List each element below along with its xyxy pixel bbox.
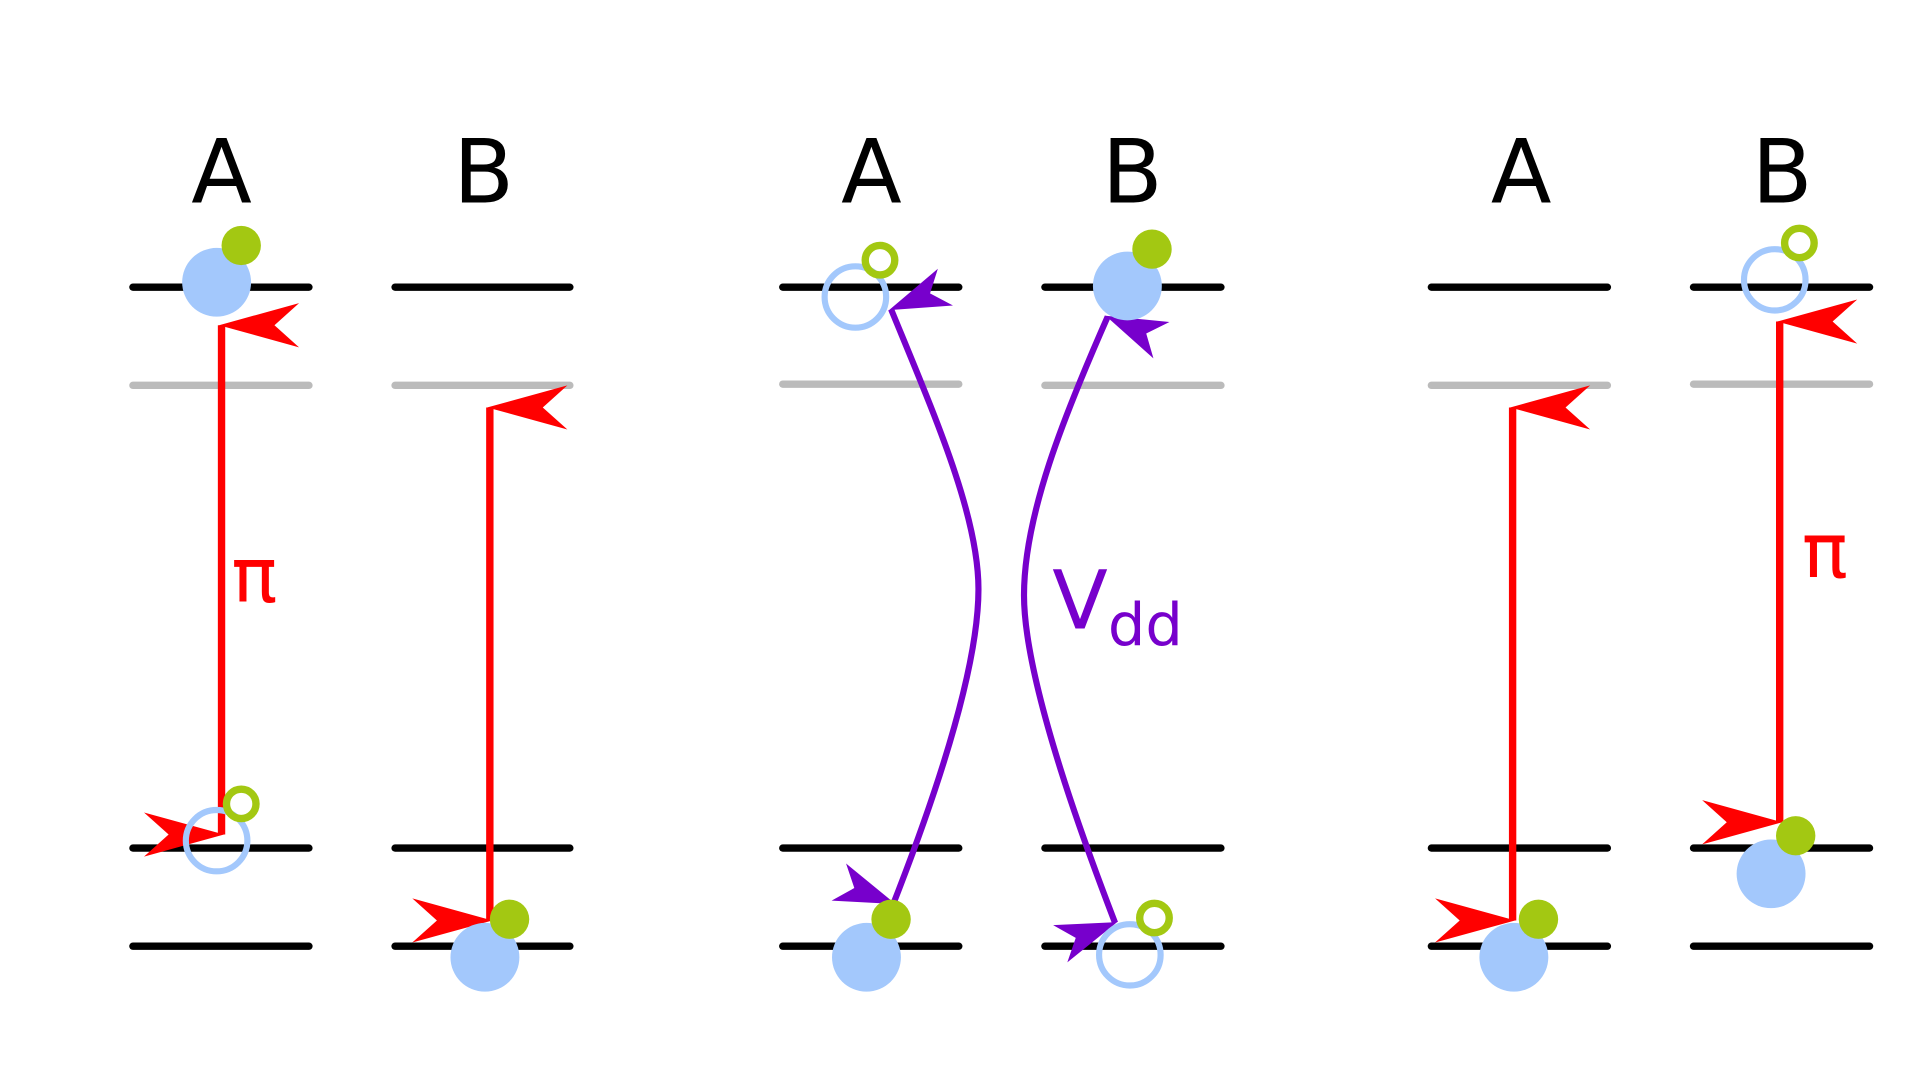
atom-hole (182, 806, 251, 875)
atom-filled (1736, 839, 1806, 909)
atom-filled (450, 922, 520, 992)
pi-pulse-label: π (231, 530, 277, 619)
electron-filled (1518, 899, 1559, 939)
atom-hole (1740, 246, 1809, 314)
coupling-arrow-a (831, 268, 982, 905)
label-atom-a-3: A (1491, 121, 1552, 224)
atom-filled (182, 247, 252, 317)
coupling-label: Vdd (1052, 554, 1183, 659)
particles (182, 224, 1818, 992)
atom-filled (1092, 251, 1162, 321)
coupling-symbol: V (1052, 554, 1108, 648)
coupling-arrow-b (1020, 315, 1170, 963)
electron-hole (1780, 224, 1818, 262)
atom-filled (1479, 922, 1549, 992)
electron-hole (1136, 899, 1173, 937)
electron-hole (861, 241, 899, 279)
atom-filled (832, 922, 901, 992)
label-atom-b-1: B (453, 121, 514, 224)
electron-filled (489, 899, 530, 939)
electron-filled (1132, 229, 1172, 269)
label-atom-a-1: A (191, 121, 252, 224)
electron-hole (222, 785, 260, 823)
electron-filled (871, 899, 911, 939)
electron-filled (1776, 816, 1816, 856)
pi-pulse-label: π (1802, 506, 1848, 595)
electron-filled (221, 225, 261, 266)
energy-levels (129, 283, 1874, 950)
atom-hole (1096, 921, 1164, 989)
label-atom-a-2: A (841, 121, 902, 224)
label-atom-b-3: B (1752, 121, 1813, 224)
coupling-subscript: dd (1108, 591, 1183, 660)
atom-hole (821, 263, 890, 331)
label-atom-b-2: B (1102, 121, 1163, 224)
